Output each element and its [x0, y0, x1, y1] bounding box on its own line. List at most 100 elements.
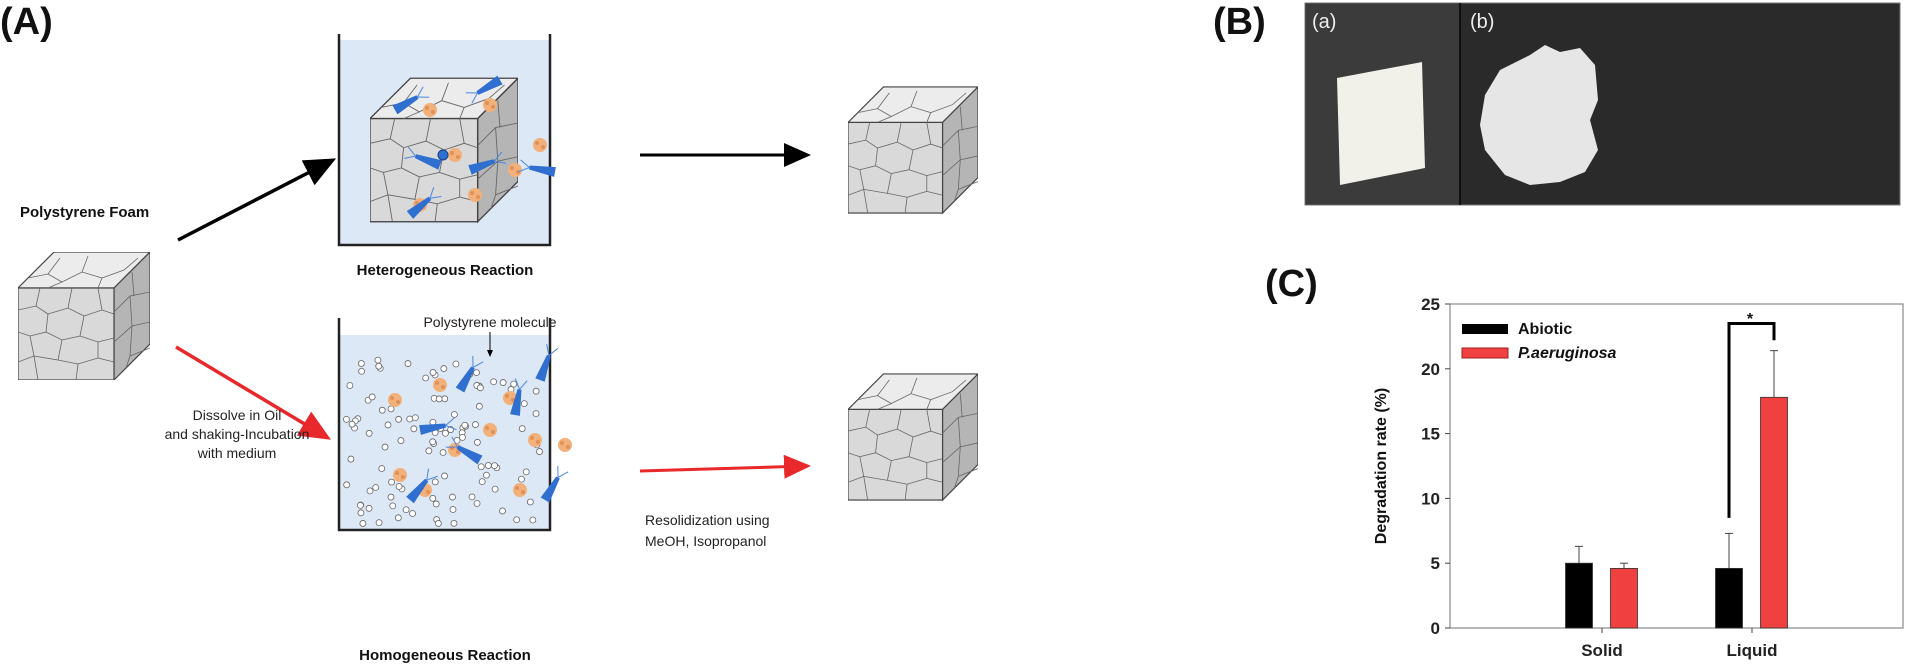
- heterogeneous-reaction-label: Heterogeneous Reaction: [357, 262, 534, 279]
- polystyrene-molecule: [476, 384, 484, 392]
- polystyrene-molecule: [429, 494, 437, 502]
- panel-label-b: (B): [1213, 1, 1266, 43]
- polystyrene-molecule: [435, 395, 443, 403]
- polystyrene-molecule: [522, 468, 530, 476]
- intact-foam-sample: [1337, 62, 1425, 185]
- polystyrene-molecule: [459, 433, 466, 441]
- polystyrene-molecule: [473, 369, 480, 377]
- polystyrene-molecule: [452, 360, 460, 368]
- legend-label-paeruginosa: P.aeruginosa: [1518, 345, 1617, 362]
- polystyrene-molecule: [395, 415, 402, 423]
- polystyrene-molecule: [429, 438, 437, 446]
- polystyrene-molecule: [397, 437, 405, 444]
- polystyrene-molecule: [431, 478, 439, 486]
- polystyrene-molecule: [357, 501, 364, 509]
- degradation-particle: [388, 393, 402, 407]
- polystyrene-molecule: [526, 498, 534, 506]
- y-axis-label: Degradation rate (%): [1373, 388, 1390, 544]
- bar-paeruginosa-solid: [1610, 567, 1638, 629]
- polystyrene-molecule: [359, 520, 367, 527]
- polystyrene-molecule: [375, 519, 383, 527]
- polystyrene-molecule: [429, 369, 437, 376]
- polystyrene-molecule: [513, 516, 521, 524]
- resolidization-label-line2: MeOH, Isopropanol: [645, 533, 766, 549]
- polystyrene-molecule: [387, 493, 395, 501]
- polystyrene-molecule: [536, 448, 543, 455]
- polystyrene-molecule: [394, 514, 402, 522]
- bar-paeruginosa-liquid: [1760, 396, 1788, 629]
- bar-abiotic-solid: [1565, 562, 1593, 629]
- polystyrene-molecule: [518, 475, 525, 483]
- polystyrene-molecule: [461, 421, 469, 429]
- photo-b-label: (b): [1470, 11, 1494, 33]
- degradation-particle: [433, 378, 447, 392]
- polystyrene-molecule: [381, 443, 389, 451]
- polystyrene-molecule: [442, 429, 449, 437]
- photo-a-label: (a): [1312, 11, 1336, 33]
- polystyrene-molecule: [491, 485, 499, 493]
- polystyrene-molecule: [358, 367, 365, 375]
- polystyrene-molecule: [378, 465, 386, 472]
- y-tick-label: 10: [1421, 489, 1440, 508]
- degradation-particle: [483, 423, 497, 437]
- bar-abiotic-liquid: [1715, 567, 1743, 629]
- dissolve-label-line2: and shaking-Incubation: [165, 426, 310, 442]
- arrow-homogeneous: [175, 345, 332, 440]
- polystyrene-molecule: [472, 421, 479, 428]
- polystyrene-molecule: [343, 481, 351, 489]
- polystyrene-molecule: [387, 405, 395, 413]
- polystyrene-molecule: [451, 411, 458, 418]
- foam-cube: [18, 252, 150, 380]
- legend-swatch-paeruginosa: [1461, 347, 1509, 359]
- polystyrene-molecule: [404, 360, 412, 367]
- polystyrene-molecule: [366, 487, 374, 495]
- polystyrene-molecule: [440, 365, 448, 372]
- polystyrene-molecule: [406, 415, 414, 423]
- polystyrene-molecule: [357, 509, 365, 517]
- polystyrene-molecule: [484, 462, 492, 469]
- y-tick-label: 5: [1431, 554, 1440, 573]
- result-cube-bottom: [848, 373, 978, 501]
- polystyrene-molecule: [378, 406, 386, 414]
- polystyrene-molecule: [348, 420, 356, 428]
- polystyrene-molecule: [532, 410, 540, 418]
- polystyrene-molecule: [439, 449, 447, 456]
- y-tick-label: 0: [1431, 619, 1440, 638]
- polystyrene-molecule: [473, 500, 481, 507]
- polystyrene-molecule: [441, 395, 449, 403]
- x-tick-label: Liquid: [1727, 641, 1778, 660]
- polystyrene-molecule: [384, 421, 392, 429]
- polystyrene-molecule: [411, 414, 419, 422]
- polystyrene-molecule: [432, 500, 440, 508]
- polystyrene-molecule: [347, 455, 355, 463]
- polystyrene-molecule: [388, 478, 395, 486]
- dissolve-label-line3: with medium: [197, 445, 277, 461]
- polystyrene-molecule: [425, 447, 433, 455]
- significance-bracket: [1727, 321, 1776, 518]
- polystyrene-molecule: [518, 425, 526, 432]
- dissolve-label-line1: Dissolve in Oil: [193, 407, 282, 423]
- polystyrene-molecule: [395, 483, 403, 490]
- polystyrene-molecule: [422, 374, 430, 382]
- panel-label-a: (A): [0, 1, 53, 43]
- degradation-particle: [513, 483, 527, 497]
- y-tick-label: 25: [1421, 295, 1440, 314]
- polystyrene-molecule: [491, 462, 498, 470]
- heterogeneous-beaker: [337, 34, 557, 247]
- degradation-particle: [528, 433, 542, 447]
- arrow-homo-result: [639, 454, 811, 479]
- polystyrene-molecule: [474, 438, 481, 446]
- polystyrene-molecule: [389, 502, 397, 510]
- y-tick-label: 15: [1421, 425, 1440, 444]
- y-tick-label: 20: [1421, 360, 1440, 379]
- polystyrene-molecule: [434, 520, 442, 527]
- degradation-particle: [393, 468, 407, 482]
- plot-frame: [1449, 303, 1904, 629]
- result-cube-top: [848, 86, 978, 214]
- x-tick-label: Solid: [1581, 641, 1623, 660]
- polystyrene-molecule: [357, 360, 365, 367]
- legend-swatch-abiotic: [1462, 324, 1508, 334]
- polystyrene-molecule: [532, 387, 540, 395]
- polystyrene-molecule: [475, 402, 483, 410]
